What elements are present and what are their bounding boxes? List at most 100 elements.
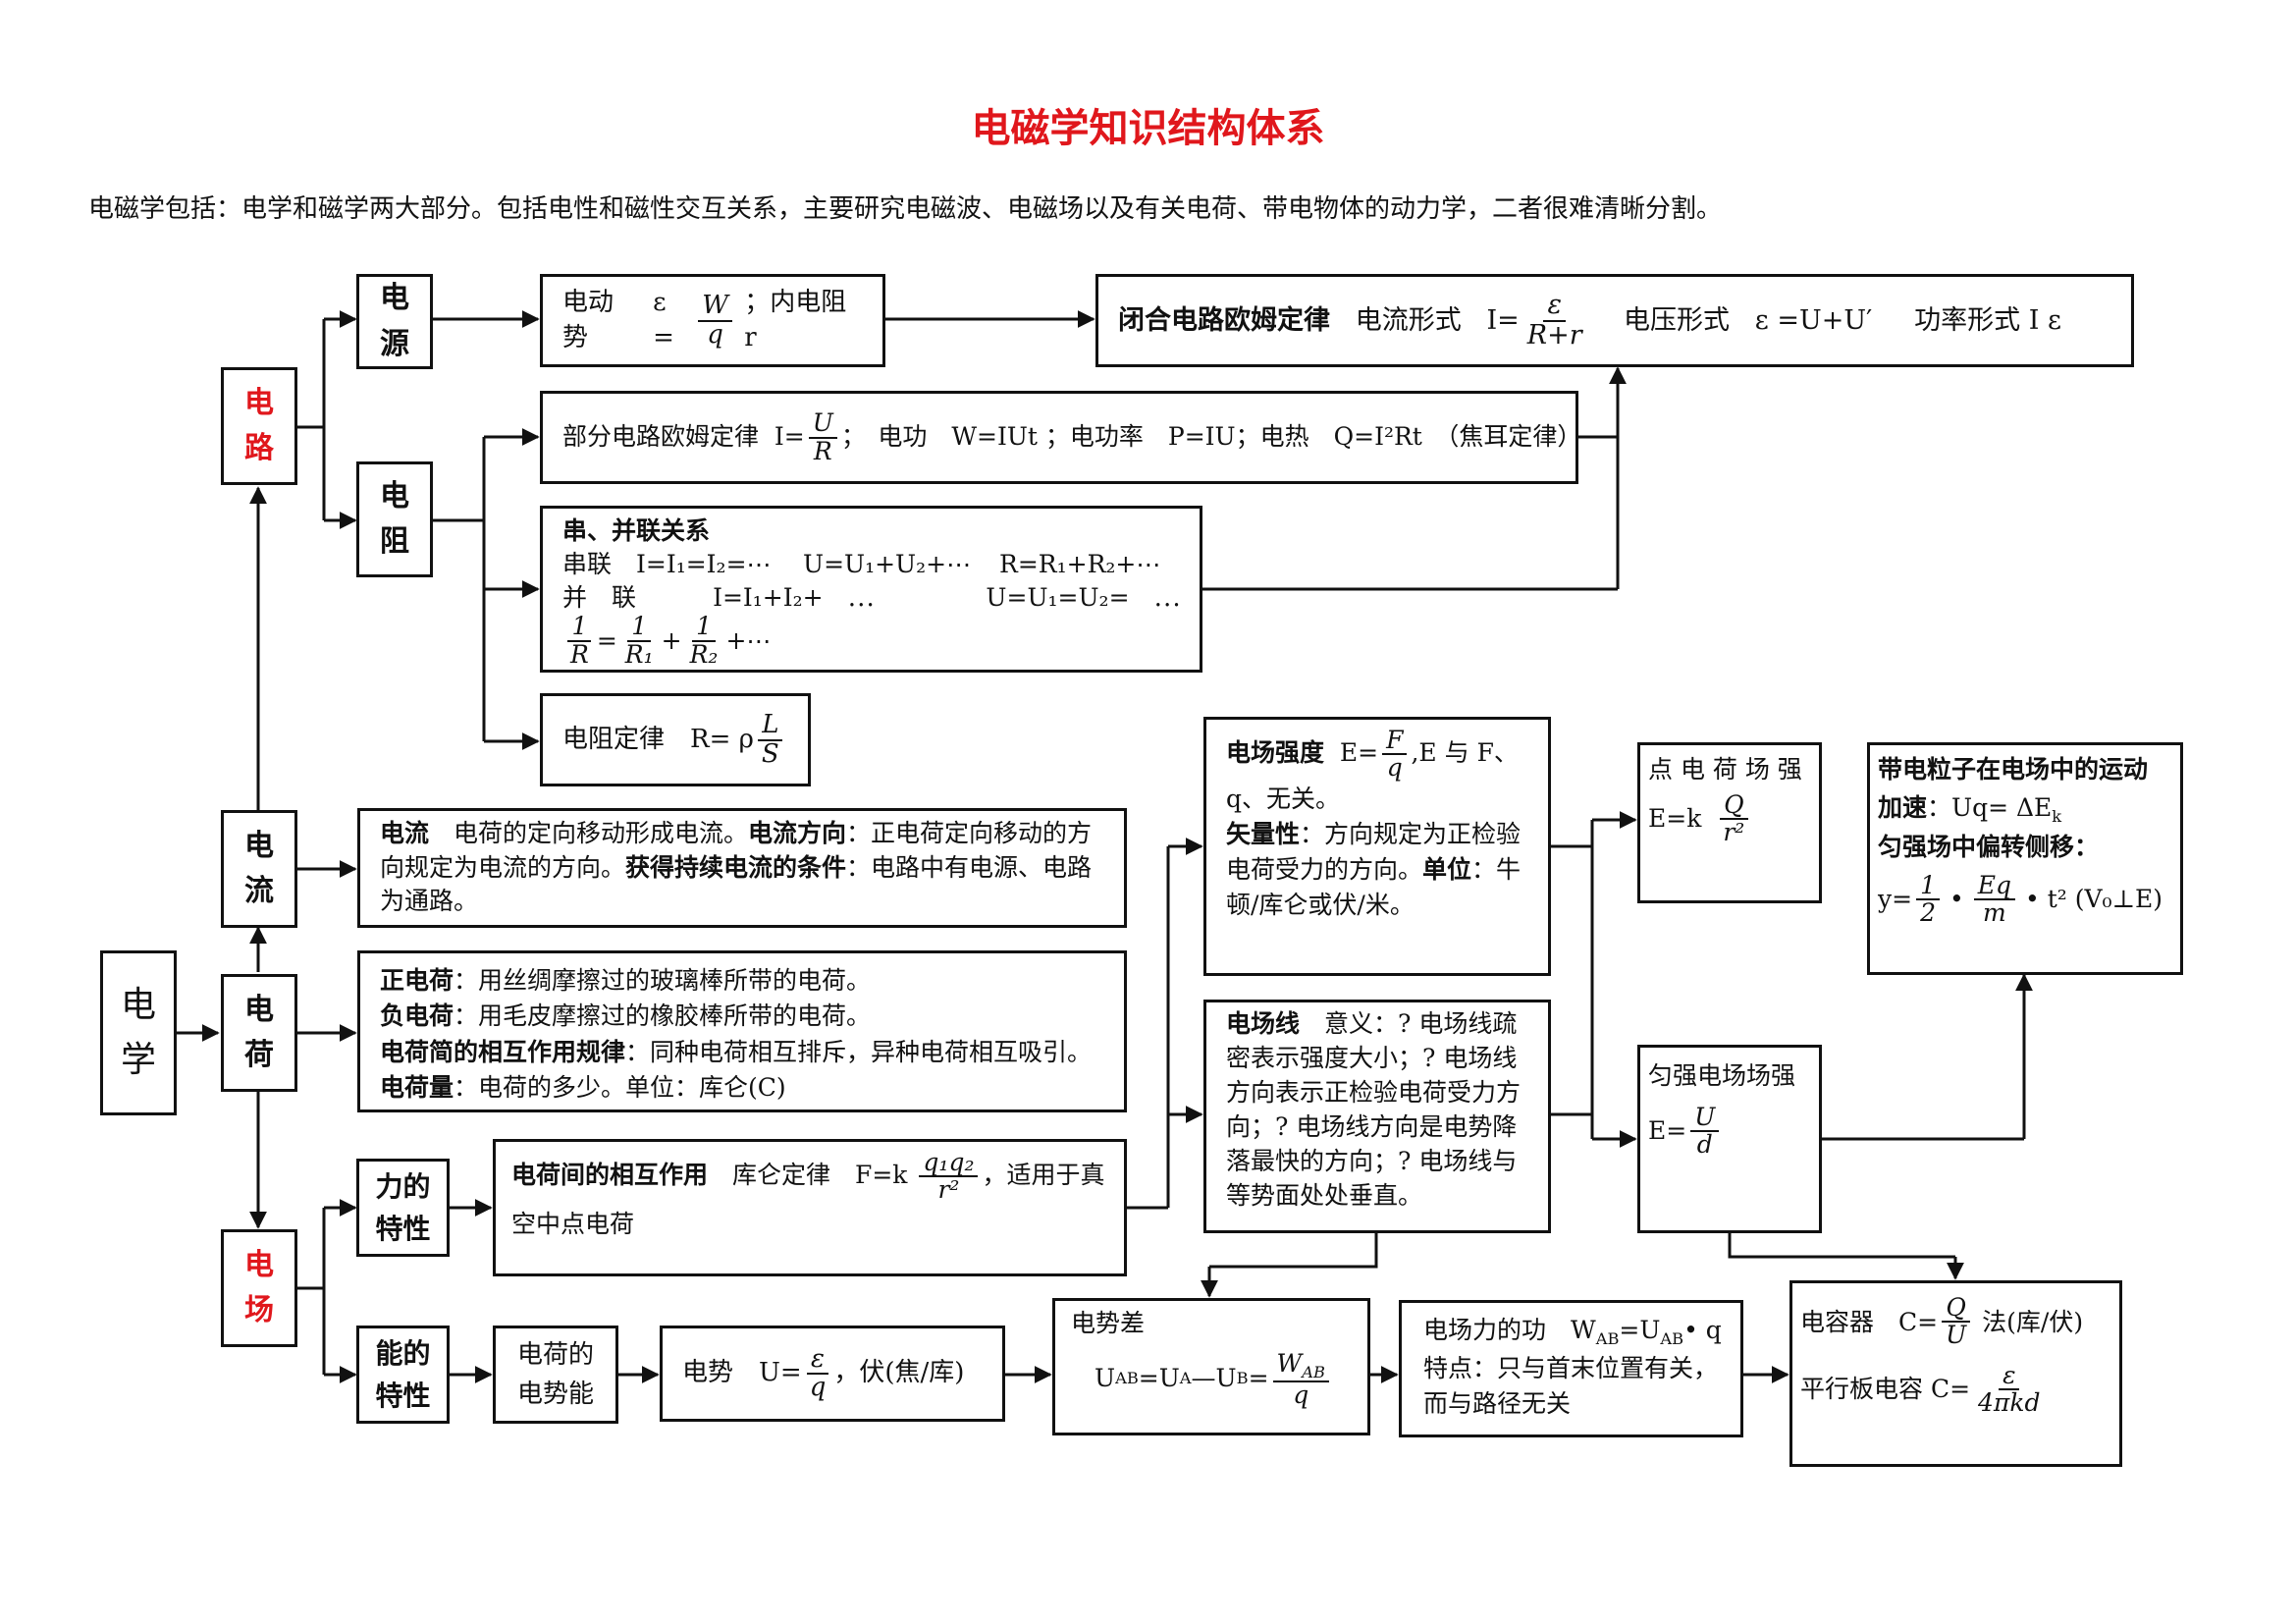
work-l2: 特点：只与首末位置有关，而与路径无关: [1423, 1353, 1719, 1418]
potential-den: q: [809, 1373, 827, 1402]
cap-l1: 电容器 C=: [1800, 1307, 1939, 1336]
charge-box: 正电荷：用丝绸摩擦过的玻璃棒所带的电荷。 负电荷：用毛皮摩擦过的橡胶棒所带的电荷…: [357, 950, 1127, 1112]
resistance-den: S: [761, 738, 779, 769]
pm-dot: •: [1949, 884, 1964, 913]
node-dianchang-c2: 场: [244, 1293, 274, 1327]
node-dianhe: 电 荷: [221, 974, 297, 1092]
node-dianyuan-c2: 源: [380, 326, 409, 361]
node-dianyuan-c1: 电: [380, 281, 409, 315]
emf-rest: ；内电阻 r: [744, 287, 847, 352]
node-dianzu-c2: 阻: [380, 524, 409, 559]
emf-eps: ε =: [653, 287, 674, 352]
fs-rest: ,E 与 F、q、无关。: [1226, 737, 1519, 813]
series-row1-a: 串联 I=I₁=I₂=⋯: [562, 549, 772, 578]
pm-acc-sub: k: [2052, 806, 2062, 826]
series-f1d: R: [570, 639, 589, 669]
charge-line-1: 正电荷：用丝绸摩擦过的玻璃棒所带的电荷。: [380, 963, 1104, 999]
pm-title: 带电粒子在电场中的运动: [1878, 755, 2149, 784]
series-row1-b: U=U₁+U₂+⋯: [803, 549, 972, 578]
charge-line-2: 负电荷：用毛皮摩擦过的橡胶棒所带的电荷。: [380, 999, 1104, 1034]
coulomb-text: 库仑定律 F=k: [708, 1160, 908, 1189]
cap-den: U: [1946, 1321, 1967, 1350]
node-dianlu-c1: 电: [244, 385, 274, 420]
coulomb-num: q₁q₂: [919, 1149, 979, 1178]
fl-title: 电场线: [1226, 1009, 1301, 1038]
cap-num: Q: [1942, 1294, 1970, 1324]
uf-title: 匀强电场场强: [1648, 1061, 1796, 1090]
series-row-1: 串联 I=I₁=I₂=⋯ U=U₁+U₂+⋯ R=R₁+R₂+⋯: [562, 548, 1180, 581]
node-dianzu: 电 阻: [356, 461, 433, 577]
charge-l4b: 电荷量: [380, 1072, 454, 1102]
resistance-label: 电阻定律 R= ρ: [562, 724, 754, 754]
node-dianchang: 电 场: [221, 1229, 297, 1347]
pm-d2: m: [1983, 897, 2006, 927]
emf-label: 电动势: [562, 287, 614, 352]
node-dianliu: 电 流: [221, 810, 297, 928]
fs-line-2: 矢量性：方向规定为正检验电荷受力的方向。单位：牛顿/库仑或伏/米。: [1226, 817, 1528, 924]
fl-text: 意义：? 电场线疏密表示强度大小；? 电场线方向表示正检验电荷受力方向；? 电场…: [1226, 1009, 1522, 1210]
closed-current-den: R+r: [1526, 319, 1582, 351]
closed-voltage-label: 电压形式: [1624, 304, 1730, 336]
pm-acc-label: 加速: [1878, 792, 1928, 822]
current-d3: ：电路中有电源、电路为通路。: [380, 852, 1093, 916]
current-d2: ：正电荷定向移动的方向规定为电流的方向。: [380, 819, 1093, 882]
pd-num: W: [1276, 1348, 1303, 1378]
series-f2n: 1: [627, 614, 652, 642]
series-tail: +⋯: [725, 625, 772, 655]
field-lines-box: 电场线 意义：? 电场线疏密表示强度大小；? 电场线方向表示正检验电荷受力方向；…: [1203, 1000, 1551, 1233]
pd-sub1: AB: [1115, 1369, 1139, 1388]
partial-den: R: [813, 436, 832, 465]
pm-n2: Eq: [1973, 872, 2015, 900]
pd-mid2: —U: [1191, 1364, 1237, 1393]
charge-l2: ：用毛皮摩擦过的橡胶棒所带的电荷。: [454, 1001, 872, 1031]
work-line1: 电场力的功 WAB=UAB• q: [1423, 1313, 1722, 1351]
partial-lhs: I=: [774, 422, 805, 452]
pm-n1: 1: [1916, 872, 1940, 900]
series-row2-a: 并 联: [562, 582, 637, 612]
potential-label: 电势 U=: [682, 1358, 802, 1388]
partial-num: U: [808, 410, 837, 439]
pm-title-row: 带电粒子在电场中的运动: [1878, 751, 2172, 789]
partial-label: 部分电路欧姆定律: [562, 422, 760, 452]
node-nengdetexing: 能的 特性: [356, 1326, 450, 1424]
pd-mid: =U: [1138, 1364, 1180, 1393]
charge-l4: ：电荷的多少。单位：库仑(C): [454, 1072, 786, 1102]
pc-num: Q: [1720, 791, 1748, 820]
fs-title: 电场强度: [1226, 737, 1325, 767]
node-dianlu: 电 路: [221, 367, 297, 485]
pm-defl-row: 匀强场中偏转侧移：: [1878, 829, 2172, 867]
series-row1-c: R=R₁+R₂+⋯: [999, 549, 1161, 578]
emf-den: q: [707, 319, 723, 350]
charge-l1b: 正电荷: [380, 966, 454, 995]
current-t1: 电流: [380, 819, 430, 847]
field-work-box: 电场力的功 WAB=UAB• q 特点：只与首末位置有关，而与路径无关: [1399, 1300, 1743, 1437]
charge-l3: ：同种电荷相互排斥，异种电荷相互吸引。: [625, 1037, 1093, 1066]
fs-lhs: E=: [1339, 737, 1379, 767]
fs-b3: 单位: [1422, 855, 1472, 884]
pm-acc: ：Uq= ΔE: [1927, 792, 2053, 822]
pc-den: r²: [1723, 817, 1745, 846]
work-l1c: • q: [1683, 1316, 1722, 1344]
node-dianzu-c1: 电: [380, 478, 409, 514]
charge-line-3: 电荷简的相互作用规律：同种电荷相互排斥，异种电荷相互吸引。: [380, 1035, 1104, 1070]
node-lidetexing: 力的 特性: [356, 1159, 450, 1257]
series-f3n: 1: [692, 614, 716, 642]
node-dianhe-c2: 荷: [244, 1038, 274, 1072]
node-dianlu-c2: 路: [244, 431, 274, 465]
